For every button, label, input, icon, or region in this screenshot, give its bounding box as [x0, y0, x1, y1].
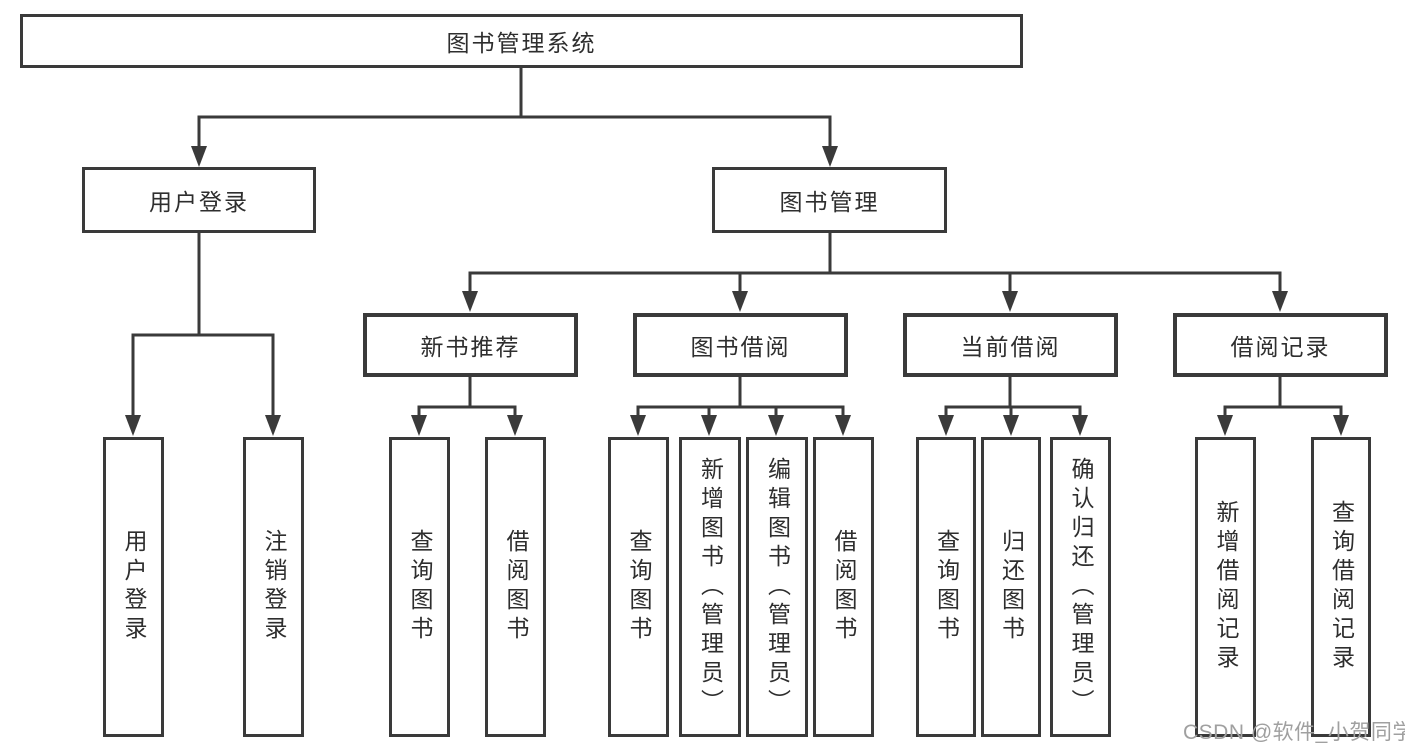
- node-user-login: 用户登录: [82, 167, 316, 233]
- node-book-management: 图书管理: [712, 167, 947, 233]
- connector-current-borrowing-children: [938, 377, 1088, 436]
- leaf-borrow-books-1: 借阅图书: [485, 437, 546, 737]
- connector-borrowing-records-children: [1217, 377, 1349, 436]
- leaf-add-book-admin: 新增图书（管理员）: [679, 437, 741, 737]
- node-root: 图书管理系统: [20, 14, 1023, 68]
- connector-user-login-children: [125, 232, 281, 436]
- leaf-user-login: 用户登录: [103, 437, 164, 737]
- leaf-logout: 注销登录: [243, 437, 304, 737]
- watermark: CSDN @软件_小贺同学: [1183, 721, 1405, 744]
- leaf-edit-book-admin: 编辑图书（管理员）: [746, 437, 808, 737]
- node-new-book-recommend: 新书推荐: [363, 313, 578, 377]
- leaf-borrow-books-2: 借阅图书: [813, 437, 874, 737]
- leaf-query-borrow-record: 查询借阅记录: [1311, 437, 1371, 737]
- leaf-query-books-3: 查询图书: [916, 437, 976, 737]
- leaf-add-borrow-record: 新增借阅记录: [1195, 437, 1256, 737]
- node-borrowing-records: 借阅记录: [1173, 313, 1388, 377]
- leaf-confirm-return-admin: 确认归还（管理员）: [1050, 437, 1111, 737]
- leaf-return-books: 归还图书: [981, 437, 1041, 737]
- connector-new-book-recommend-children: [411, 377, 523, 436]
- node-book-borrowing: 图书借阅: [633, 313, 848, 377]
- connector-book-borrowing-children: [630, 377, 851, 436]
- connector-root-split: [191, 67, 838, 167]
- leaf-query-books-1: 查询图书: [389, 437, 450, 737]
- connector-book-management-split: [462, 232, 1288, 312]
- node-current-borrowing: 当前借阅: [903, 313, 1118, 377]
- leaf-query-books-2: 查询图书: [608, 437, 669, 737]
